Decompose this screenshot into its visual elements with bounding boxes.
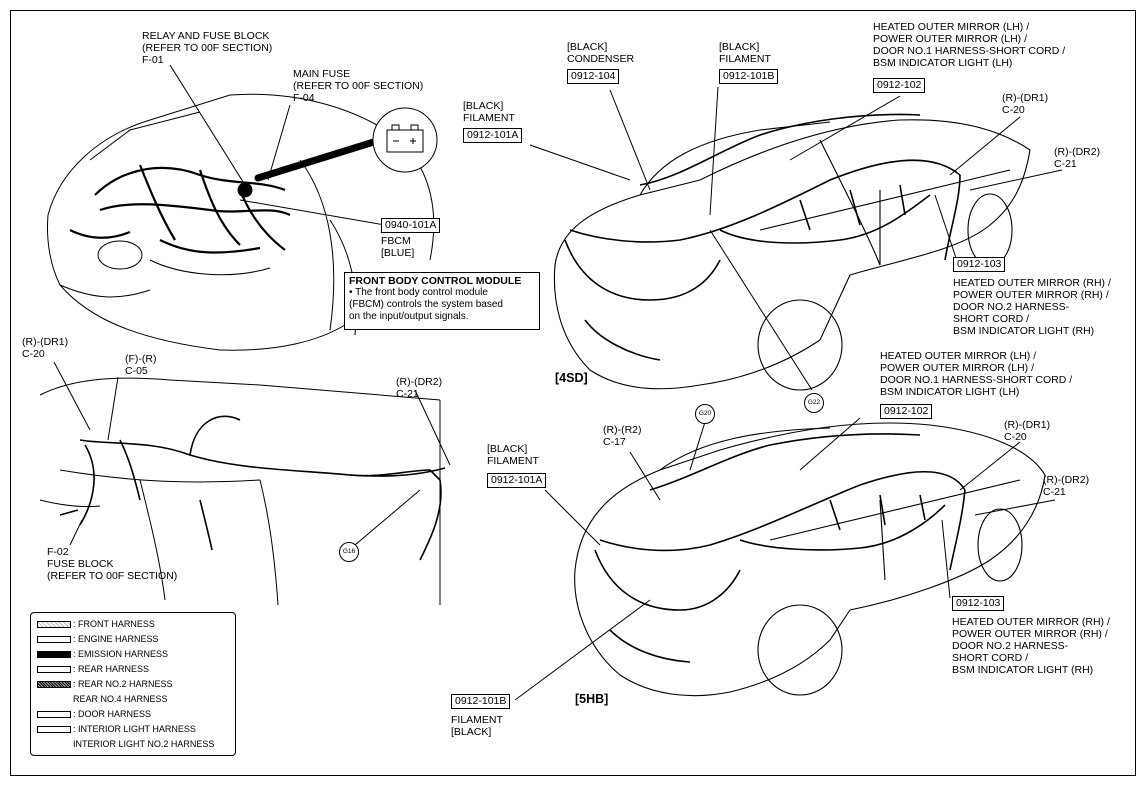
legend-item: INTERIOR LIGHT NO.2 HARNESS bbox=[37, 737, 229, 752]
sd-mirror-rh-code: 0912-103 bbox=[953, 257, 1006, 272]
sd-filament-b-label: [BLACK] FILAMENT bbox=[719, 41, 771, 65]
sedan-tag: [4SD] bbox=[555, 371, 588, 385]
fbcm-note-title: FRONT BODY CONTROL MODULE bbox=[349, 275, 522, 287]
legend-item: : INTERIOR LIGHT HARNESS bbox=[37, 722, 229, 737]
legend-swatch bbox=[37, 651, 71, 658]
sd-filament-a-code: 0912-101A bbox=[463, 128, 523, 143]
sd-mirror-rh-label: HEATED OUTER MIRROR (RH) / POWER OUTER M… bbox=[953, 277, 1111, 337]
sd-condenser-label: [BLACK] CONDENSER bbox=[567, 41, 635, 65]
legend-swatch bbox=[37, 666, 71, 673]
sd-mirror-lh-label: HEATED OUTER MIRROR (LH) / POWER OUTER M… bbox=[873, 21, 1066, 69]
hatchback-outline bbox=[574, 422, 1046, 697]
hb-c17-label: (R)-(R2) C-17 bbox=[603, 424, 642, 448]
sedan-outline bbox=[553, 119, 1031, 391]
relay-fuse-block-label: RELAY AND FUSE BLOCK (REFER TO 00F SECTI… bbox=[142, 30, 273, 66]
hb-mirror-rh-label: HEATED OUTER MIRROR (RH) / POWER OUTER M… bbox=[952, 616, 1110, 676]
legend-item: : EMISSION HARNESS bbox=[37, 647, 229, 662]
dash-c05-label: (F)-(R) C-05 bbox=[125, 353, 157, 377]
legend-item: : DOOR HARNESS bbox=[37, 707, 229, 722]
hb-filament-b-code: 0912-101B bbox=[451, 694, 511, 709]
fbcm-note-body: • The front body control module (FBCM) c… bbox=[349, 287, 503, 322]
harness-legend: : FRONT HARNESS : ENGINE HARNESS : EMISSIO… bbox=[30, 612, 236, 756]
hb-c20-label: (R)-(DR1) C-20 bbox=[1004, 419, 1051, 443]
legend-swatch bbox=[37, 636, 71, 643]
fuse-block-label: F-02 FUSE BLOCK (REFER TO 00F SECTION) bbox=[47, 546, 178, 582]
legend-swatch bbox=[37, 711, 71, 718]
legend-label: : REAR NO.2 HARNESS bbox=[73, 679, 173, 689]
legend-label: INTERIOR LIGHT NO.2 HARNESS bbox=[73, 739, 215, 749]
legend-label: : EMISSION HARNESS bbox=[73, 649, 169, 659]
hatchback-tag: [5HB] bbox=[575, 692, 609, 706]
hb-filament-b-label: FILAMENT [BLACK] bbox=[451, 714, 503, 738]
ground-g20: G20 bbox=[695, 404, 715, 424]
fbcm-connector-code: 0940-101A bbox=[381, 218, 441, 233]
ground-g16: G16 bbox=[339, 542, 359, 562]
legend-item: : REAR HARNESS bbox=[37, 662, 229, 677]
legend-label: : ENGINE HARNESS bbox=[73, 634, 159, 644]
hb-c21-label: (R)-(DR2) C-21 bbox=[1043, 474, 1090, 498]
legend-item: : REAR NO.2 HARNESS bbox=[37, 677, 229, 692]
main-fuse-label: MAIN FUSE (REFER TO 00F SECTION) F-04 bbox=[293, 68, 424, 104]
ground-g22: G22 bbox=[804, 393, 824, 413]
legend-label: : FRONT HARNESS bbox=[73, 619, 155, 629]
hb-filament-a-code: 0912-101A bbox=[487, 473, 547, 488]
dash-c21-label: (R)-(DR2) C-21 bbox=[396, 376, 443, 400]
fbcm-label: FBCM [BLUE] bbox=[381, 235, 415, 259]
legend-swatch bbox=[37, 696, 71, 703]
legend-label: REAR NO.4 HARNESS bbox=[73, 694, 168, 704]
dash-harness bbox=[59, 415, 446, 561]
hb-mirror-lh-label: HEATED OUTER MIRROR (LH) / POWER OUTER M… bbox=[880, 350, 1073, 398]
legend-label: : DOOR HARNESS bbox=[73, 709, 152, 719]
hb-mirror-rh-code: 0912-103 bbox=[952, 596, 1005, 611]
legend-item: : FRONT HARNESS bbox=[37, 617, 229, 632]
hb-mirror-lh-code: 0912-102 bbox=[880, 404, 933, 419]
sd-condenser-code: 0912-104 bbox=[567, 69, 620, 84]
sd-c20-label: (R)-(DR1) C-20 bbox=[1002, 92, 1049, 116]
legend-label: : INTERIOR LIGHT HARNESS bbox=[73, 724, 196, 734]
hb-filament-a-label: [BLACK] FILAMENT bbox=[487, 443, 539, 467]
sd-filament-a-label: [BLACK] FILAMENT bbox=[463, 100, 515, 124]
diagram-frame bbox=[10, 10, 1136, 776]
dash-c20-label: (R)-(DR1) C-20 bbox=[22, 336, 69, 360]
legend-item: REAR NO.4 HARNESS bbox=[37, 692, 229, 707]
sd-filament-b-code: 0912-101B bbox=[719, 69, 779, 84]
fbcm-note-box: FRONT BODY CONTROL MODULE • The front bo… bbox=[344, 272, 540, 330]
sd-mirror-lh-code: 0912-102 bbox=[873, 78, 926, 93]
sedan-harness bbox=[564, 113, 961, 361]
hatchback-harness bbox=[594, 433, 966, 663]
legend-swatch bbox=[37, 681, 71, 688]
legend-swatch bbox=[37, 741, 71, 748]
legend-label: : REAR HARNESS bbox=[73, 664, 150, 674]
legend-item: : ENGINE HARNESS bbox=[37, 632, 229, 647]
sd-c21-label: (R)-(DR2) C-21 bbox=[1054, 146, 1101, 170]
engine-harness-bundle bbox=[69, 164, 291, 254]
legend-swatch bbox=[37, 726, 71, 733]
legend-swatch bbox=[37, 621, 71, 628]
